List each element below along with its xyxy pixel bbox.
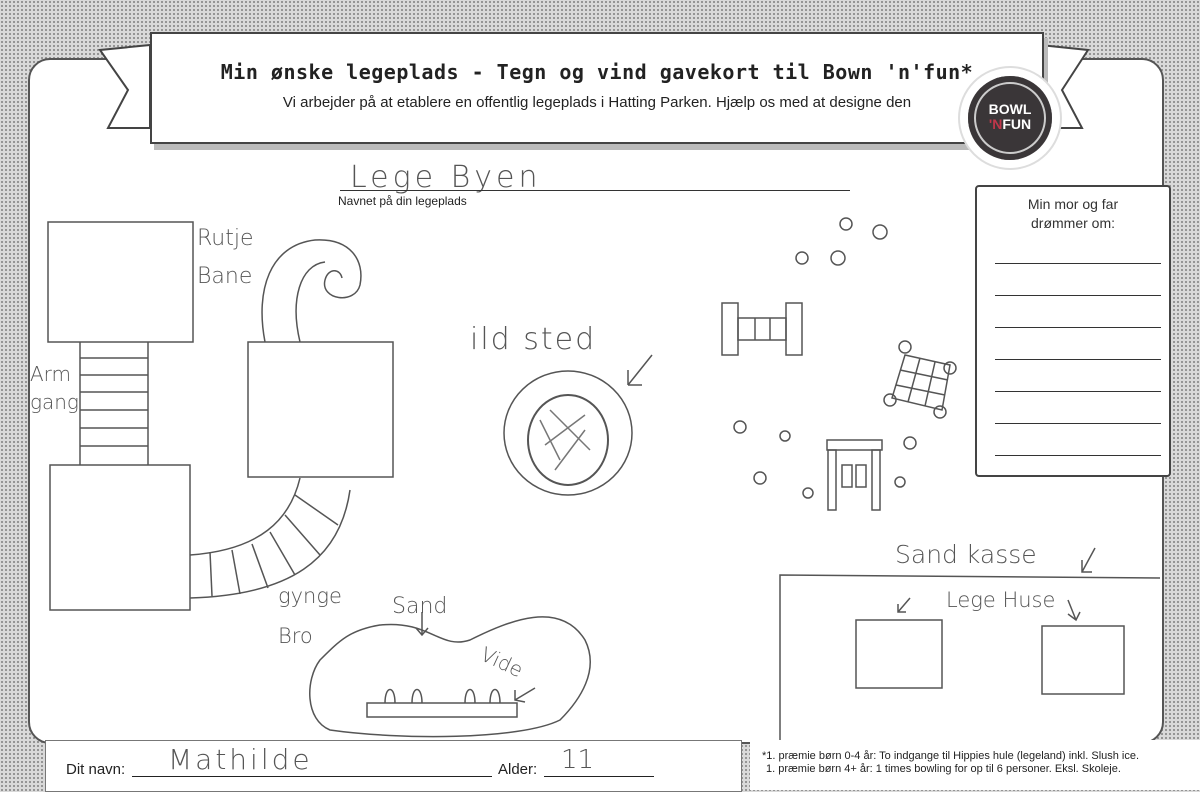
fire-scribble	[539, 409, 591, 471]
name-label: Dit navn:	[66, 761, 126, 778]
sandpit-blob	[309, 616, 591, 738]
label-bro: Bro	[278, 624, 313, 648]
monkey-bars	[79, 342, 149, 465]
dream-line[interactable]	[995, 423, 1161, 424]
label-legehuse: Lege Huse	[946, 588, 1056, 612]
tower-box-bottom	[49, 464, 191, 611]
age-field[interactable]: 11	[561, 745, 595, 775]
label-sandkasse: Sand kasse	[895, 540, 1037, 569]
swing-set-top	[721, 302, 803, 356]
dream-line[interactable]	[995, 455, 1161, 456]
bench	[366, 702, 518, 718]
slide	[261, 239, 362, 343]
arrow-icons	[415, 612, 536, 703]
label-bane: Bane	[197, 264, 253, 289]
header-banner: Min ønske legeplads - Tegn og vind gavek…	[150, 32, 1044, 144]
parents-dream-box: Min mor og far drømmer om:	[975, 185, 1171, 477]
sandbox-border	[779, 574, 1161, 740]
age-line	[544, 776, 654, 777]
age-label: Alder:	[498, 761, 538, 778]
bridge	[189, 477, 351, 599]
fireplace-inner	[527, 394, 609, 486]
label-gynge: gynge	[278, 584, 342, 608]
swing-set-bottom	[826, 439, 883, 511]
dream-line[interactable]	[995, 327, 1161, 328]
playground-name-line	[340, 190, 850, 191]
arrow-icon	[627, 354, 653, 386]
dream-title-line2: drømmer om:	[1031, 215, 1115, 231]
stepping-stones	[733, 217, 917, 499]
footnote-line1: *1. præmie børn 0-4 år: To indgange til …	[762, 750, 1140, 762]
dream-title-line1: Min mor og far	[1027, 196, 1119, 212]
label-gang: gang	[30, 390, 79, 414]
label-ild-sted: ild sted	[470, 322, 597, 357]
bowl-n-fun-logo: BOWL 'NFUN	[960, 68, 1060, 168]
dream-line[interactable]	[995, 359, 1161, 360]
label-rutje: Rutje	[197, 226, 254, 251]
label-arm: Arm	[30, 362, 72, 386]
slide-tower	[247, 341, 394, 478]
name-field[interactable]: Mathilde	[168, 743, 313, 776]
entry-form: Dit navn: Mathilde Alder: 11	[45, 740, 742, 792]
arrow-icons-right	[897, 547, 1096, 622]
dream-line[interactable]	[995, 263, 1161, 264]
prize-footnote: *1. præmie børn 0-4 år: To indgange til …	[750, 740, 1200, 790]
bench-arches	[384, 688, 501, 704]
fireplace-outer	[503, 370, 633, 496]
logo-text-accent: 'N	[988, 116, 1003, 132]
page-title: Min ønske legeplads - Tegn og vind gavek…	[220, 60, 974, 84]
name-line	[132, 776, 492, 777]
drawing-sheet	[28, 58, 1164, 744]
tower-box-top	[47, 221, 194, 343]
playground-name-label: Navnet på din legeplads	[338, 194, 467, 208]
logo-text-top: BOWL	[988, 101, 1032, 117]
logo-text-bottom: FUN	[1002, 116, 1032, 132]
footnote-line2: 1. præmie børn 4+ år: 1 times bowling fo…	[766, 763, 1121, 775]
playground-name-value: Lege Byen	[350, 160, 542, 195]
playhouse-right	[1041, 625, 1125, 695]
page-subtitle: Vi arbejder på at etablere en offentlig …	[282, 94, 912, 111]
dream-line[interactable]	[995, 391, 1161, 392]
bridge-planks	[209, 494, 339, 597]
label-sand: Sand	[392, 594, 448, 619]
playhouse-left	[855, 619, 943, 689]
climbing-net	[883, 340, 957, 419]
dream-line[interactable]	[995, 295, 1161, 296]
